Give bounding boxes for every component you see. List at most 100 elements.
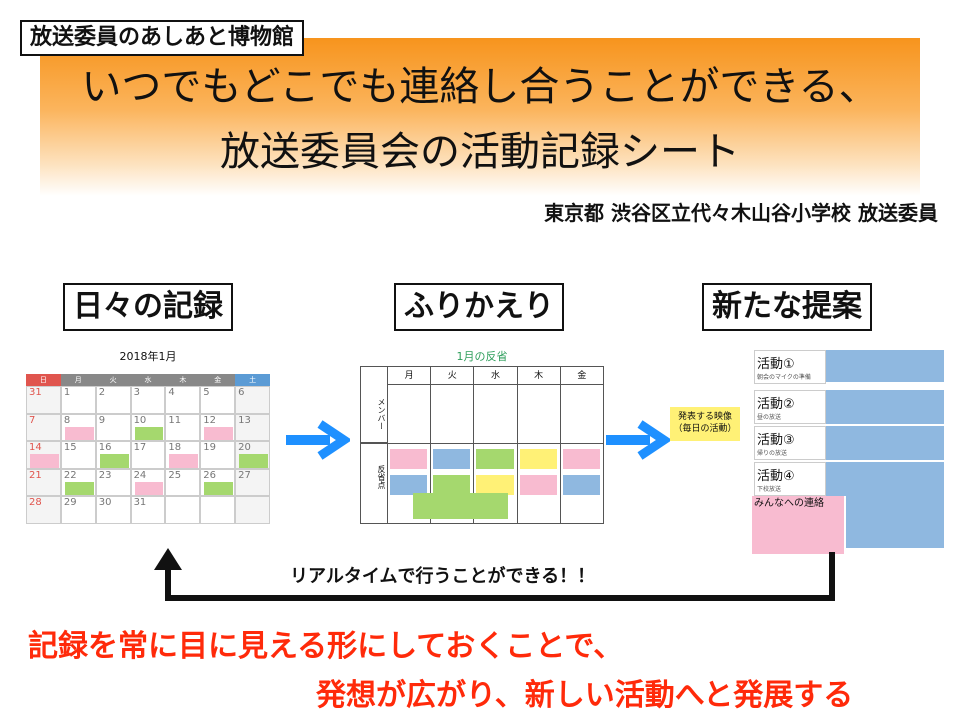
review-note bbox=[390, 449, 428, 469]
review-row-points: 反省点 bbox=[377, 465, 386, 489]
calendar-weekday: 木 bbox=[165, 374, 201, 386]
calendar-day-cell: 19 bbox=[200, 441, 236, 469]
calendar-day-number: 10 bbox=[133, 414, 147, 426]
calendar-day-number: 1 bbox=[63, 387, 71, 398]
calendar-day-cell: 6 bbox=[235, 386, 270, 414]
section-label-proposal: 新たな提案 bbox=[702, 283, 872, 331]
calendar-day-number: 23 bbox=[98, 469, 112, 481]
calendar-day-cell: 30 bbox=[95, 496, 131, 524]
calendar-day-cell: 26 bbox=[200, 468, 236, 497]
review-column-header: 水 bbox=[473, 367, 517, 385]
calendar-day-number: 26 bbox=[203, 469, 217, 481]
calendar-note bbox=[64, 481, 94, 496]
title-line-1: いつでもどこでも連絡し合うことができる、 bbox=[81, 64, 879, 110]
review-note bbox=[433, 475, 471, 495]
calendar-day-number: 5 bbox=[203, 387, 210, 398]
museum-tag: 放送委員のあしあと博物館 bbox=[20, 20, 305, 56]
arrow-right-icon bbox=[606, 420, 670, 460]
calendar-day-number: 20 bbox=[238, 442, 251, 454]
realtime-text: リアルタイムで行うことができる！！ bbox=[284, 562, 602, 588]
calendar-day-cell: 5 bbox=[200, 386, 236, 414]
calendar-day-cell: 8 bbox=[60, 413, 96, 442]
calendar-day-number: 31 bbox=[29, 387, 42, 398]
review-note bbox=[562, 475, 600, 495]
header-banner bbox=[40, 38, 920, 196]
calendar-day-number: 9 bbox=[98, 414, 106, 426]
calendar-day-number: 19 bbox=[203, 442, 217, 454]
review-note bbox=[519, 475, 557, 495]
calendar-day-number: 25 bbox=[168, 469, 182, 481]
calendar-day-cell: 21 bbox=[26, 468, 61, 497]
loop-arrow-icon bbox=[154, 548, 835, 601]
calendar-day-number: 6 bbox=[238, 387, 245, 398]
review-column-cell bbox=[473, 385, 516, 523]
calendar-day-number: 11 bbox=[168, 414, 182, 426]
review-note bbox=[519, 449, 557, 469]
review-panel: 1月の反省 月火水木金メンバー反省点 bbox=[358, 348, 606, 524]
calendar-day-number: 28 bbox=[29, 497, 42, 509]
calendar-day-number: 8 bbox=[63, 414, 71, 426]
calendar-day-cell: 4 bbox=[165, 386, 201, 414]
calendar-day-cell: 20 bbox=[235, 441, 270, 469]
calendar-day-number: 22 bbox=[63, 469, 77, 481]
review-note bbox=[412, 493, 508, 519]
calendar-note bbox=[30, 454, 59, 468]
calendar-day-number: 12 bbox=[203, 414, 217, 426]
conclusion-line-2: 発想が広がり、新しい活動へと発展する bbox=[316, 678, 854, 713]
calendar-day-cell: 27 bbox=[235, 468, 270, 497]
calendar-day-number: 7 bbox=[29, 414, 36, 426]
review-column-cell bbox=[387, 385, 430, 523]
calendar-day-cell bbox=[165, 496, 201, 524]
calendar-day-number: 31 bbox=[133, 497, 147, 509]
calendar-day-cell bbox=[235, 496, 270, 524]
calendar-day-cell: 31 bbox=[26, 386, 61, 414]
title-line-2: 放送委員会の活動記録シート bbox=[220, 129, 740, 175]
calendar-weekday: 火 bbox=[95, 374, 131, 386]
calendar-day-number: 16 bbox=[98, 442, 112, 454]
calendar-day-cell: 28 bbox=[26, 496, 61, 524]
calendar-day-cell: 31 bbox=[130, 496, 166, 524]
calendar-note bbox=[134, 426, 164, 441]
calendar-note bbox=[204, 426, 234, 441]
calendar-day-number: 17 bbox=[133, 442, 147, 454]
review-column-cell bbox=[516, 385, 560, 523]
school-name: 東京都 渋谷区立代々木山谷小学校 放送委員 bbox=[544, 201, 938, 225]
calendar-day-cell: 24 bbox=[130, 468, 166, 497]
calendar-day-number: 14 bbox=[29, 442, 42, 454]
calendar-day-cell: 13 bbox=[235, 413, 270, 442]
review-note bbox=[433, 449, 471, 469]
review-note bbox=[476, 449, 514, 469]
review-column-cell bbox=[430, 385, 473, 523]
calendar-day-cell: 23 bbox=[95, 468, 131, 497]
calendar-day-cell: 10 bbox=[130, 413, 166, 442]
calendar-day-number: 3 bbox=[133, 387, 140, 398]
calendar-day-number: 21 bbox=[29, 469, 42, 481]
review-divider bbox=[361, 443, 603, 444]
review-column-cell bbox=[559, 385, 603, 523]
calendar-day-cell: 11 bbox=[165, 413, 201, 442]
calendar-note bbox=[99, 454, 129, 468]
calendar-weekday: 水 bbox=[130, 374, 166, 386]
section-label-review: ふりかえり bbox=[394, 283, 564, 331]
review-column-header: 金 bbox=[559, 367, 603, 385]
calendar-day-cell: 2 bbox=[95, 386, 131, 414]
calendar-day-cell: 1 bbox=[60, 386, 96, 414]
calendar-month-label: 2018年1月 bbox=[119, 350, 177, 363]
review-column-header: 月 bbox=[387, 367, 431, 385]
calendar-weekday: 日 bbox=[26, 374, 61, 386]
calendar-weekday: 土 bbox=[235, 374, 270, 386]
review-column-header: 火 bbox=[430, 367, 474, 385]
calendar-day-number: 4 bbox=[168, 387, 175, 398]
calendar-note bbox=[239, 454, 268, 468]
calendar-day-number: 15 bbox=[63, 442, 77, 454]
calendar-day-cell bbox=[200, 496, 236, 524]
calendar-day-cell: 3 bbox=[130, 386, 166, 414]
calendar-weekday: 金 bbox=[200, 374, 236, 386]
section-label-daily: 日々の記録 bbox=[63, 283, 233, 331]
video-note: 発表する映像（毎日の活動） bbox=[670, 407, 740, 441]
review-grid: 月火水木金メンバー反省点 bbox=[360, 366, 604, 524]
calendar-day-number: 30 bbox=[98, 497, 112, 509]
calendar-day-cell: 9 bbox=[95, 413, 131, 442]
